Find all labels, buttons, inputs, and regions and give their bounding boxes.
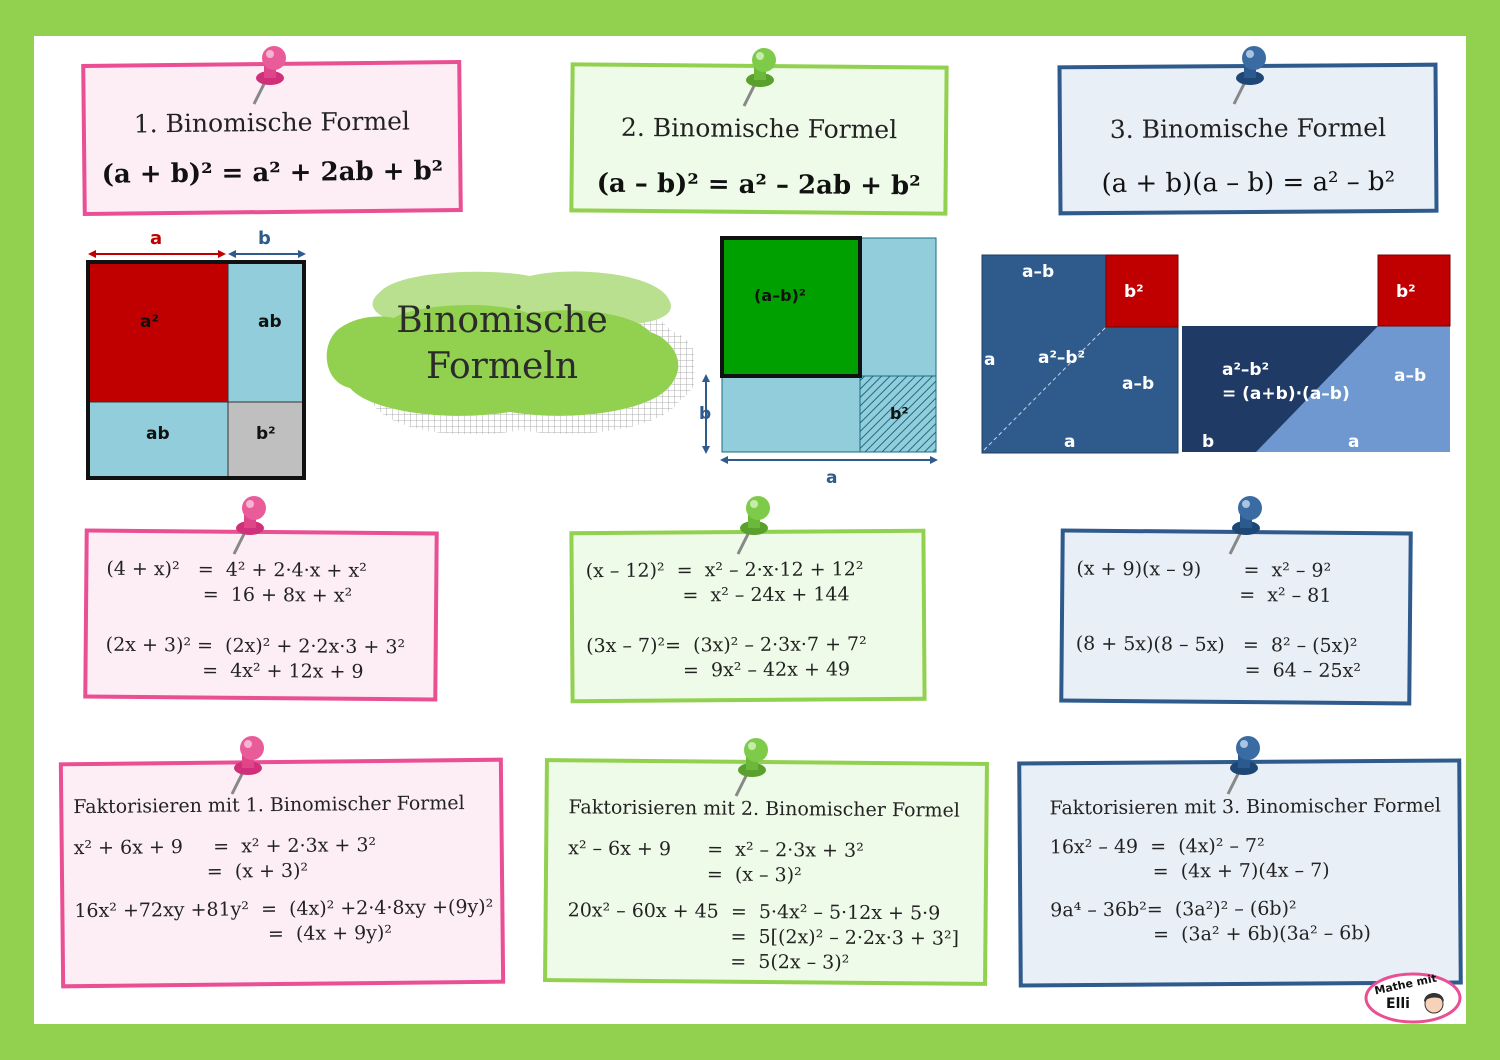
figure-third-svg xyxy=(981,254,1451,454)
push-pin-icon xyxy=(734,738,768,797)
factoring-line: = 5[(2x)² – 2·2x·3 + 3²] xyxy=(567,924,960,950)
label-side-b: b xyxy=(699,404,712,424)
label-left-b-squared: b² xyxy=(1124,282,1144,302)
blob-shape xyxy=(326,271,699,435)
label-left-bottom-a: a xyxy=(1064,432,1076,452)
example-line: (x – 12)² = x² – 2·x·12 + 12² xyxy=(585,558,864,583)
label-a-squared: a² xyxy=(140,312,159,332)
push-pin-icon xyxy=(1226,736,1260,795)
push-pin-icon xyxy=(1232,46,1266,105)
example-line: = x² – 24x + 144 xyxy=(585,583,850,608)
label-a-minus-b-squared: (a–b)² xyxy=(754,286,806,305)
push-pin-icon xyxy=(252,46,286,105)
example-line: = 4x² + 12x + 9 xyxy=(105,658,364,683)
factoring-line: 16x² – 49 = (4x)² – 7² xyxy=(1049,834,1265,859)
label-top-b: b xyxy=(258,228,271,249)
label-right-bottom-a: a xyxy=(1348,432,1360,452)
push-pin-icon xyxy=(230,736,264,795)
example-line: (2x + 3)² = (2x)² + 2·2x·3 + 3² xyxy=(105,633,406,659)
figure-first-svg xyxy=(86,250,306,480)
center-title-blob: Binomische Formeln xyxy=(310,262,699,435)
figure-first-binomial: a b a² ab ab b² xyxy=(78,228,314,486)
factoring-line: = (3a² + 6b)(3a² – 6b) xyxy=(1050,922,1371,947)
push-pin-icon xyxy=(1228,496,1262,555)
example-line: = 16 + 8x + x² xyxy=(106,582,353,607)
label-bottom-a: a xyxy=(826,468,838,488)
label-left-right-a-minus-b: a–b xyxy=(1122,374,1155,394)
logo-shape xyxy=(1364,972,1462,1024)
example-line: = 9x² – 42x + 49 xyxy=(586,658,851,683)
push-pin-icon xyxy=(742,48,776,107)
factoring-line: = (x + 3)² xyxy=(73,859,309,885)
label-left-center: a²–b² xyxy=(1038,348,1086,368)
factoring-line: x² + 6x + 9 = x² + 2·3x + 3² xyxy=(73,834,377,860)
figure-third-binomial: a–b b² a a²–b² a–b a b² a²–b² = (a+b)·(a… xyxy=(980,252,1454,456)
factoring-line: = (4x + 7)(4x – 7) xyxy=(1049,859,1330,884)
label-left-top-a-minus-b: a–b xyxy=(1022,262,1055,282)
factoring-title: Faktorisieren mit 3. Binomischer Formel xyxy=(1049,794,1442,820)
card-title: 2. Binomische Formel xyxy=(620,112,898,145)
logo-line2: Elli xyxy=(1386,996,1410,1012)
push-pin-icon xyxy=(232,496,266,555)
label-right-a-minus-b: a–b xyxy=(1394,366,1427,386)
factoring-title: Faktorisieren mit 2. Binomischer Formel xyxy=(568,796,961,822)
card-title: 3. Binomische Formel xyxy=(1109,113,1387,144)
card-formula: (a – b)² = a² – 2ab + b² xyxy=(596,168,921,202)
center-title-line1: Binomische xyxy=(396,300,608,341)
example-line: (8 + 5x)(8 – 5x) = 8² – (5x)² xyxy=(1075,632,1358,658)
label-top-a: a xyxy=(150,228,163,249)
example-line: = x² – 81 xyxy=(1076,582,1332,607)
factoring-first-binomial: Faktorisieren mit 1. Binomischer Formel … xyxy=(58,757,506,989)
example-line: (x + 9)(x – 9) = x² – 9² xyxy=(1076,557,1332,582)
example-line: (4 + x)² = 4² + 2·4·x + x² xyxy=(106,557,367,582)
figure-second-svg xyxy=(702,236,938,464)
center-title-line2: Formeln xyxy=(425,346,579,387)
card-formula: (a + b)² = a² + 2ab + b² xyxy=(101,156,444,190)
figure-second-binomial: (a–b)² b² b a xyxy=(694,232,950,492)
label-right-line1: a²–b² xyxy=(1222,360,1270,380)
mathe-mit-elli-logo: Mathe mit Elli xyxy=(1364,972,1462,1024)
label-ab-bottom: ab xyxy=(146,424,170,444)
factoring-line: 9a⁴ – 36b²= (3a²)² – (6b)² xyxy=(1050,897,1297,922)
factoring-line: = (4x + 9y)² xyxy=(74,921,393,948)
label-right-b-squared: b² xyxy=(1396,282,1416,302)
factoring-line: x² – 6x + 9 = x² – 2·3x + 3² xyxy=(568,837,864,862)
label-b-squared: b² xyxy=(256,424,276,444)
card-formula: (a + b)(a – b) = a² – b² xyxy=(1101,166,1396,200)
label-right-line2: = (a+b)·(a–b) xyxy=(1222,384,1350,404)
label-right-bottom-b: b xyxy=(1202,432,1215,452)
example-line: (3x – 7)²= (3x)² – 2·3x·7 + 7² xyxy=(586,633,867,658)
factoring-line: = 5(2x – 3)² xyxy=(567,949,850,974)
example-line: = 64 – 25x² xyxy=(1075,657,1362,683)
label-ab-top: ab xyxy=(258,312,282,332)
factoring-line: = (x – 3)² xyxy=(567,862,802,887)
push-pin-icon xyxy=(736,496,770,555)
card-title: 1. Binomische Formel xyxy=(133,106,411,139)
factoring-line: 20x² – 60x + 45 = 5·4x² – 5·12x + 5·9 xyxy=(567,899,941,925)
factoring-line: 16x² +72xy +81y² = (4x)² +2·4·8xy +(9y)² xyxy=(74,895,494,923)
label-left-side-a: a xyxy=(984,350,996,370)
label-b-squared: b² xyxy=(890,404,909,423)
